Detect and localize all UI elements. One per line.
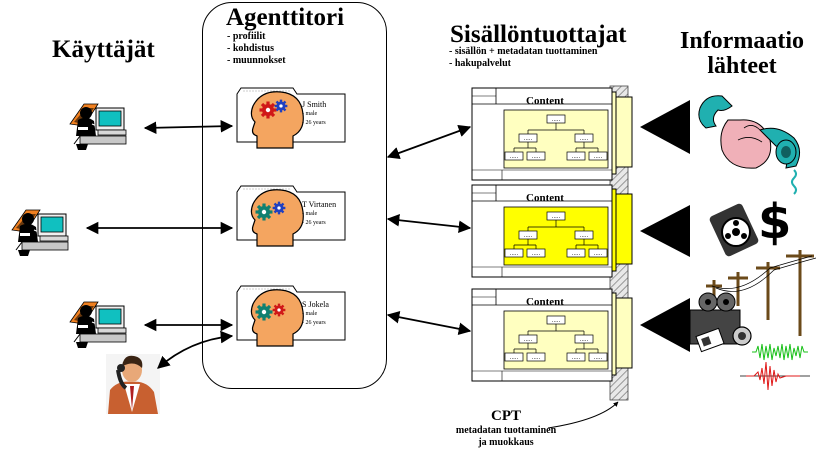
svg-text:.....: ..... xyxy=(572,251,581,257)
agent-card-1-name: J Smith xyxy=(302,100,327,109)
waveform-icon xyxy=(740,343,810,391)
svg-text:.....: ..... xyxy=(594,355,603,361)
svg-text:.....: ..... xyxy=(572,154,581,160)
svg-text:.....: ..... xyxy=(532,251,541,257)
agents-bullet-1: - profiilit xyxy=(227,31,266,42)
agent-card-1-line1: - male xyxy=(302,111,318,117)
producers-bullet-1: - sisällön + metadatan tuottaminen xyxy=(449,46,598,57)
cpt-label: CPT metadatan tuottaminen ja muokkaus xyxy=(446,408,566,449)
content-panel-1-title: Content xyxy=(526,95,564,107)
svg-text:.....: ..... xyxy=(524,136,533,142)
arrow-icon xyxy=(85,119,234,369)
svg-text:.....: ..... xyxy=(594,251,603,257)
agents-title: Agenttitori xyxy=(226,4,345,31)
agents-bullet-3: - muunnokset xyxy=(227,55,286,66)
producers-bullets: - sisällön + metadatan tuottaminen - hak… xyxy=(449,46,597,70)
svg-text:.....: ..... xyxy=(532,154,541,160)
agent-card-1-line2: - 26 years xyxy=(302,120,326,126)
agent-card-2-name: T Virtanen xyxy=(302,200,337,209)
content-panel-3-title: Content xyxy=(526,296,564,308)
svg-text:.....: ..... xyxy=(524,233,533,239)
film-reel-icon xyxy=(709,203,759,257)
svg-text:.....: ..... xyxy=(580,233,589,239)
producers-bullet-2: - hakupalvelut xyxy=(449,58,511,69)
agent-card-2-line2: - 26 years xyxy=(302,220,326,226)
content-panel: ................................... xyxy=(471,184,633,278)
cpt-line2: ja muokkaus xyxy=(478,437,534,448)
camera-icon xyxy=(689,292,752,353)
svg-text:.....: ..... xyxy=(580,136,589,142)
content-panel-2-title: Content xyxy=(526,192,564,204)
svg-text:.....: ..... xyxy=(552,214,561,220)
agent-card-3-info: S Jokela - male - 26 years xyxy=(302,300,329,328)
users-title: Käyttäjät xyxy=(52,36,155,63)
svg-text:.....: ..... xyxy=(524,337,533,343)
sources-title: Informaatio lähteet xyxy=(672,28,812,80)
svg-text:.....: ..... xyxy=(552,318,561,324)
agent-card-2-line1: - male xyxy=(302,211,318,217)
agents-bullets: - profiilit - kohdistus - muunnokset xyxy=(227,31,286,67)
telephone-icon xyxy=(698,95,800,195)
content-panel: ................................... xyxy=(471,288,633,382)
svg-text:.....: ..... xyxy=(580,337,589,343)
agent-card-3-line1: - male xyxy=(302,311,318,317)
agent-card-3-line2: - 26 years xyxy=(302,320,326,326)
svg-text:.....: ..... xyxy=(510,251,519,257)
content-panel: ................................... xyxy=(471,87,633,181)
agent-card-3-name: S Jokela xyxy=(302,300,329,309)
svg-text:.....: ..... xyxy=(532,355,541,361)
cpt-title: CPT xyxy=(491,408,521,424)
arrow-icon xyxy=(547,401,619,429)
content-panels: ........................................… xyxy=(471,87,633,382)
user-computer-icon xyxy=(69,103,127,151)
agent-card-2-info: T Virtanen - male - 26 years xyxy=(302,200,336,228)
utility-pole-icon xyxy=(706,250,816,336)
arrow-icon xyxy=(640,100,690,352)
svg-text:.....: ..... xyxy=(594,154,603,160)
agents-bullet-2: - kohdistus xyxy=(227,43,274,54)
cpt-line1: metadatan tuottaminen xyxy=(455,425,557,436)
sources-title-line1: Informaatio xyxy=(680,28,804,54)
svg-text:.....: ..... xyxy=(510,355,519,361)
producers-title: Sisällöntuottajat xyxy=(450,21,627,48)
user-computer-icon xyxy=(69,301,127,349)
svg-text:.....: ..... xyxy=(572,355,581,361)
dollar-icon: $ xyxy=(758,194,791,250)
sources-title-line2: lähteet xyxy=(707,53,777,80)
agent-card-1 xyxy=(236,87,346,149)
svg-text:.....: ..... xyxy=(510,154,519,160)
user-computer-icon xyxy=(11,209,69,257)
svg-text:.....: ..... xyxy=(552,117,561,123)
businessman-phone-icon xyxy=(106,354,160,414)
arrow-icon xyxy=(386,124,472,336)
agent-card-1-info: J Smith - male - 26 years xyxy=(302,100,326,128)
